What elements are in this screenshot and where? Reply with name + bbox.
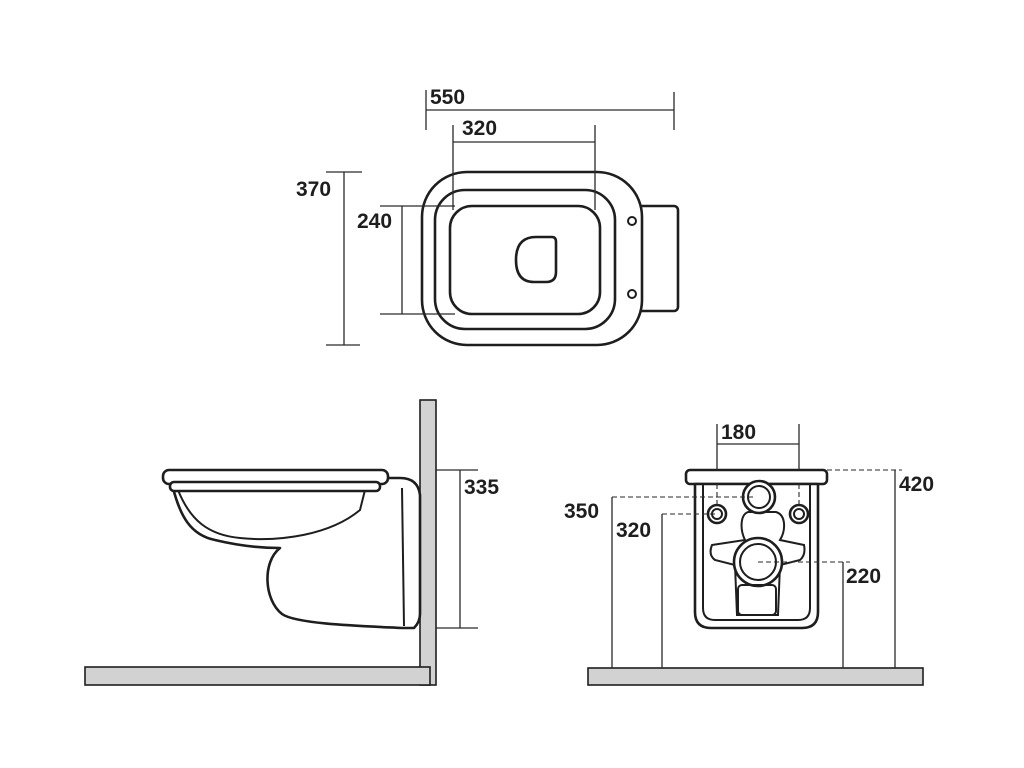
- back-view-fixing-hole-right: [788, 503, 810, 525]
- back-view-drain-slot: [737, 584, 777, 616]
- dim-label-320-top: 320: [462, 117, 497, 140]
- side-view-rim: [168, 480, 382, 493]
- back-view-body-inner: [702, 484, 811, 621]
- back-view-cavity: [709, 511, 806, 616]
- side-view-pan-body: [171, 476, 422, 630]
- top-view-fixing-hole-lower: [627, 289, 637, 299]
- dim-label-420: 420: [899, 473, 934, 496]
- back-view: 180 420 350 320 220: [564, 421, 934, 686]
- side-view-floor: [84, 666, 431, 686]
- side-view: 335: [84, 399, 499, 686]
- dim-label-220: 220: [846, 565, 881, 588]
- dim-label-240: 240: [357, 210, 392, 233]
- back-view-floor: [587, 667, 924, 686]
- top-view: 550 320 370 240: [296, 86, 680, 347]
- top-view-drain-opening: [514, 235, 558, 284]
- dim-label-335: 335: [464, 476, 499, 499]
- top-view-fixing-hole-upper: [627, 216, 637, 226]
- side-view-back-line: [401, 487, 405, 627]
- dim-label-320-back: 320: [616, 519, 651, 542]
- side-view-bowl-curve: [177, 489, 366, 541]
- dim-label-180: 180: [721, 421, 756, 444]
- dim-label-550: 550: [430, 86, 465, 109]
- dim-label-350: 350: [564, 500, 599, 523]
- side-view-wall: [419, 399, 437, 686]
- dim-label-370: 370: [296, 178, 331, 201]
